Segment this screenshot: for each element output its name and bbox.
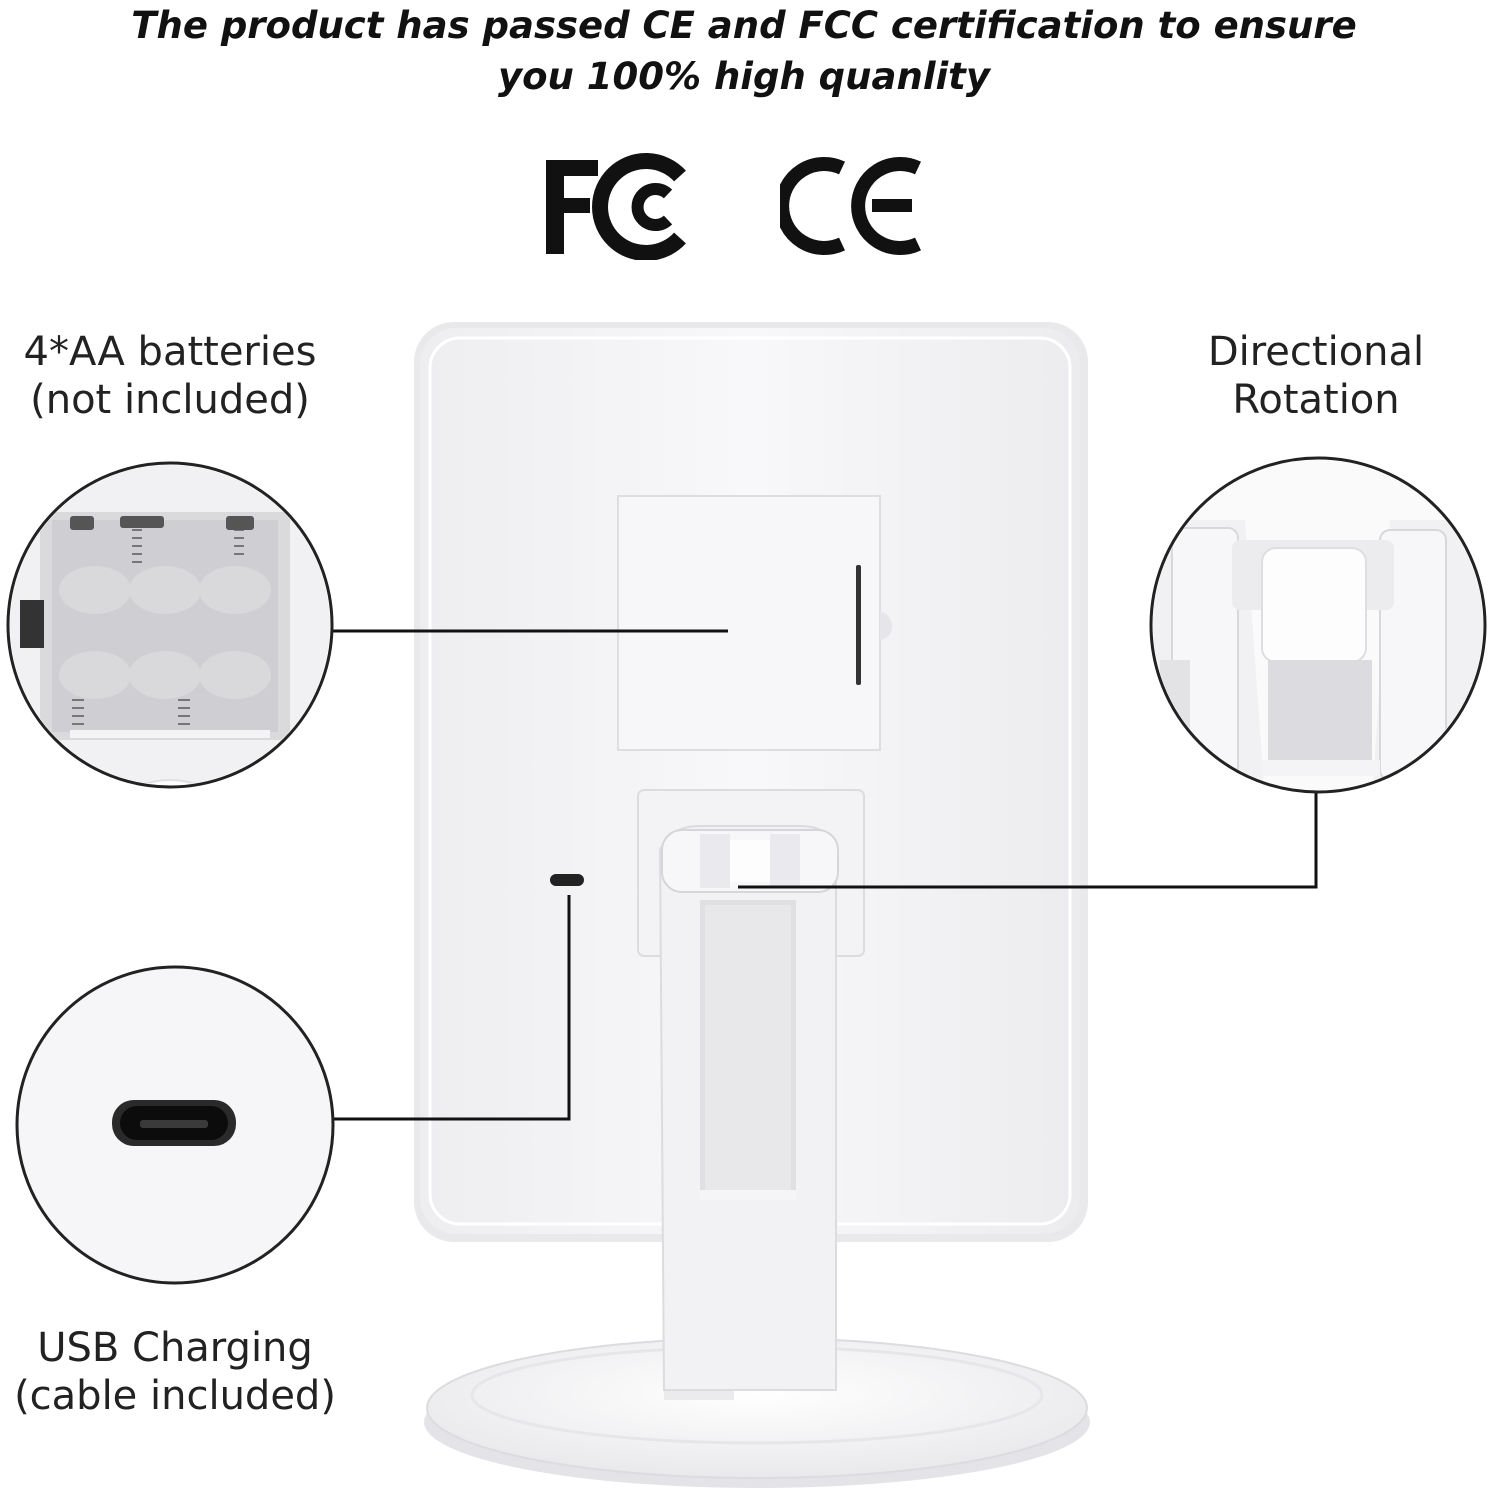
rotation-label-line-1: Directional <box>1207 329 1425 375</box>
headline: The product has passed CE and FCC certif… <box>0 0 1488 102</box>
rotation-callout-line <box>738 790 1318 889</box>
usb-label-line-1: USB Charging <box>37 1325 313 1371</box>
batteries-label-line-1: 4*AA batteries <box>23 329 317 375</box>
ce-logo <box>780 157 921 255</box>
usb-label-line-2: (cable included) <box>14 1373 336 1419</box>
hinge-cylinder <box>661 829 839 893</box>
rotation-label-line-2: Rotation <box>1232 377 1400 423</box>
batteries-label-line-2: (not included) <box>30 377 310 423</box>
usb-callout-line <box>334 895 571 1121</box>
micro-usb-port-icon <box>15 965 335 1285</box>
hinge-icon <box>1149 456 1487 794</box>
headline-line-2: you 100% high quanlity <box>498 55 990 98</box>
headline-line-1: The product has passed CE and FCC certif… <box>131 4 1357 47</box>
callout-lines <box>332 629 1318 1121</box>
usb-label: USB Charging (cable included) <box>0 1324 350 1420</box>
battery-cover <box>617 495 892 751</box>
batteries-label: 4*AA batteries (not included) <box>0 328 340 424</box>
rotation-label: Directional Rotation <box>1170 328 1462 424</box>
fcc-logo <box>546 153 686 260</box>
micro-usb-port <box>550 874 584 886</box>
battery-compartment-icon <box>6 461 334 789</box>
mirror-back-panel <box>414 322 1088 1242</box>
stand-arm <box>658 825 837 1400</box>
mirror-base <box>424 1337 1090 1488</box>
